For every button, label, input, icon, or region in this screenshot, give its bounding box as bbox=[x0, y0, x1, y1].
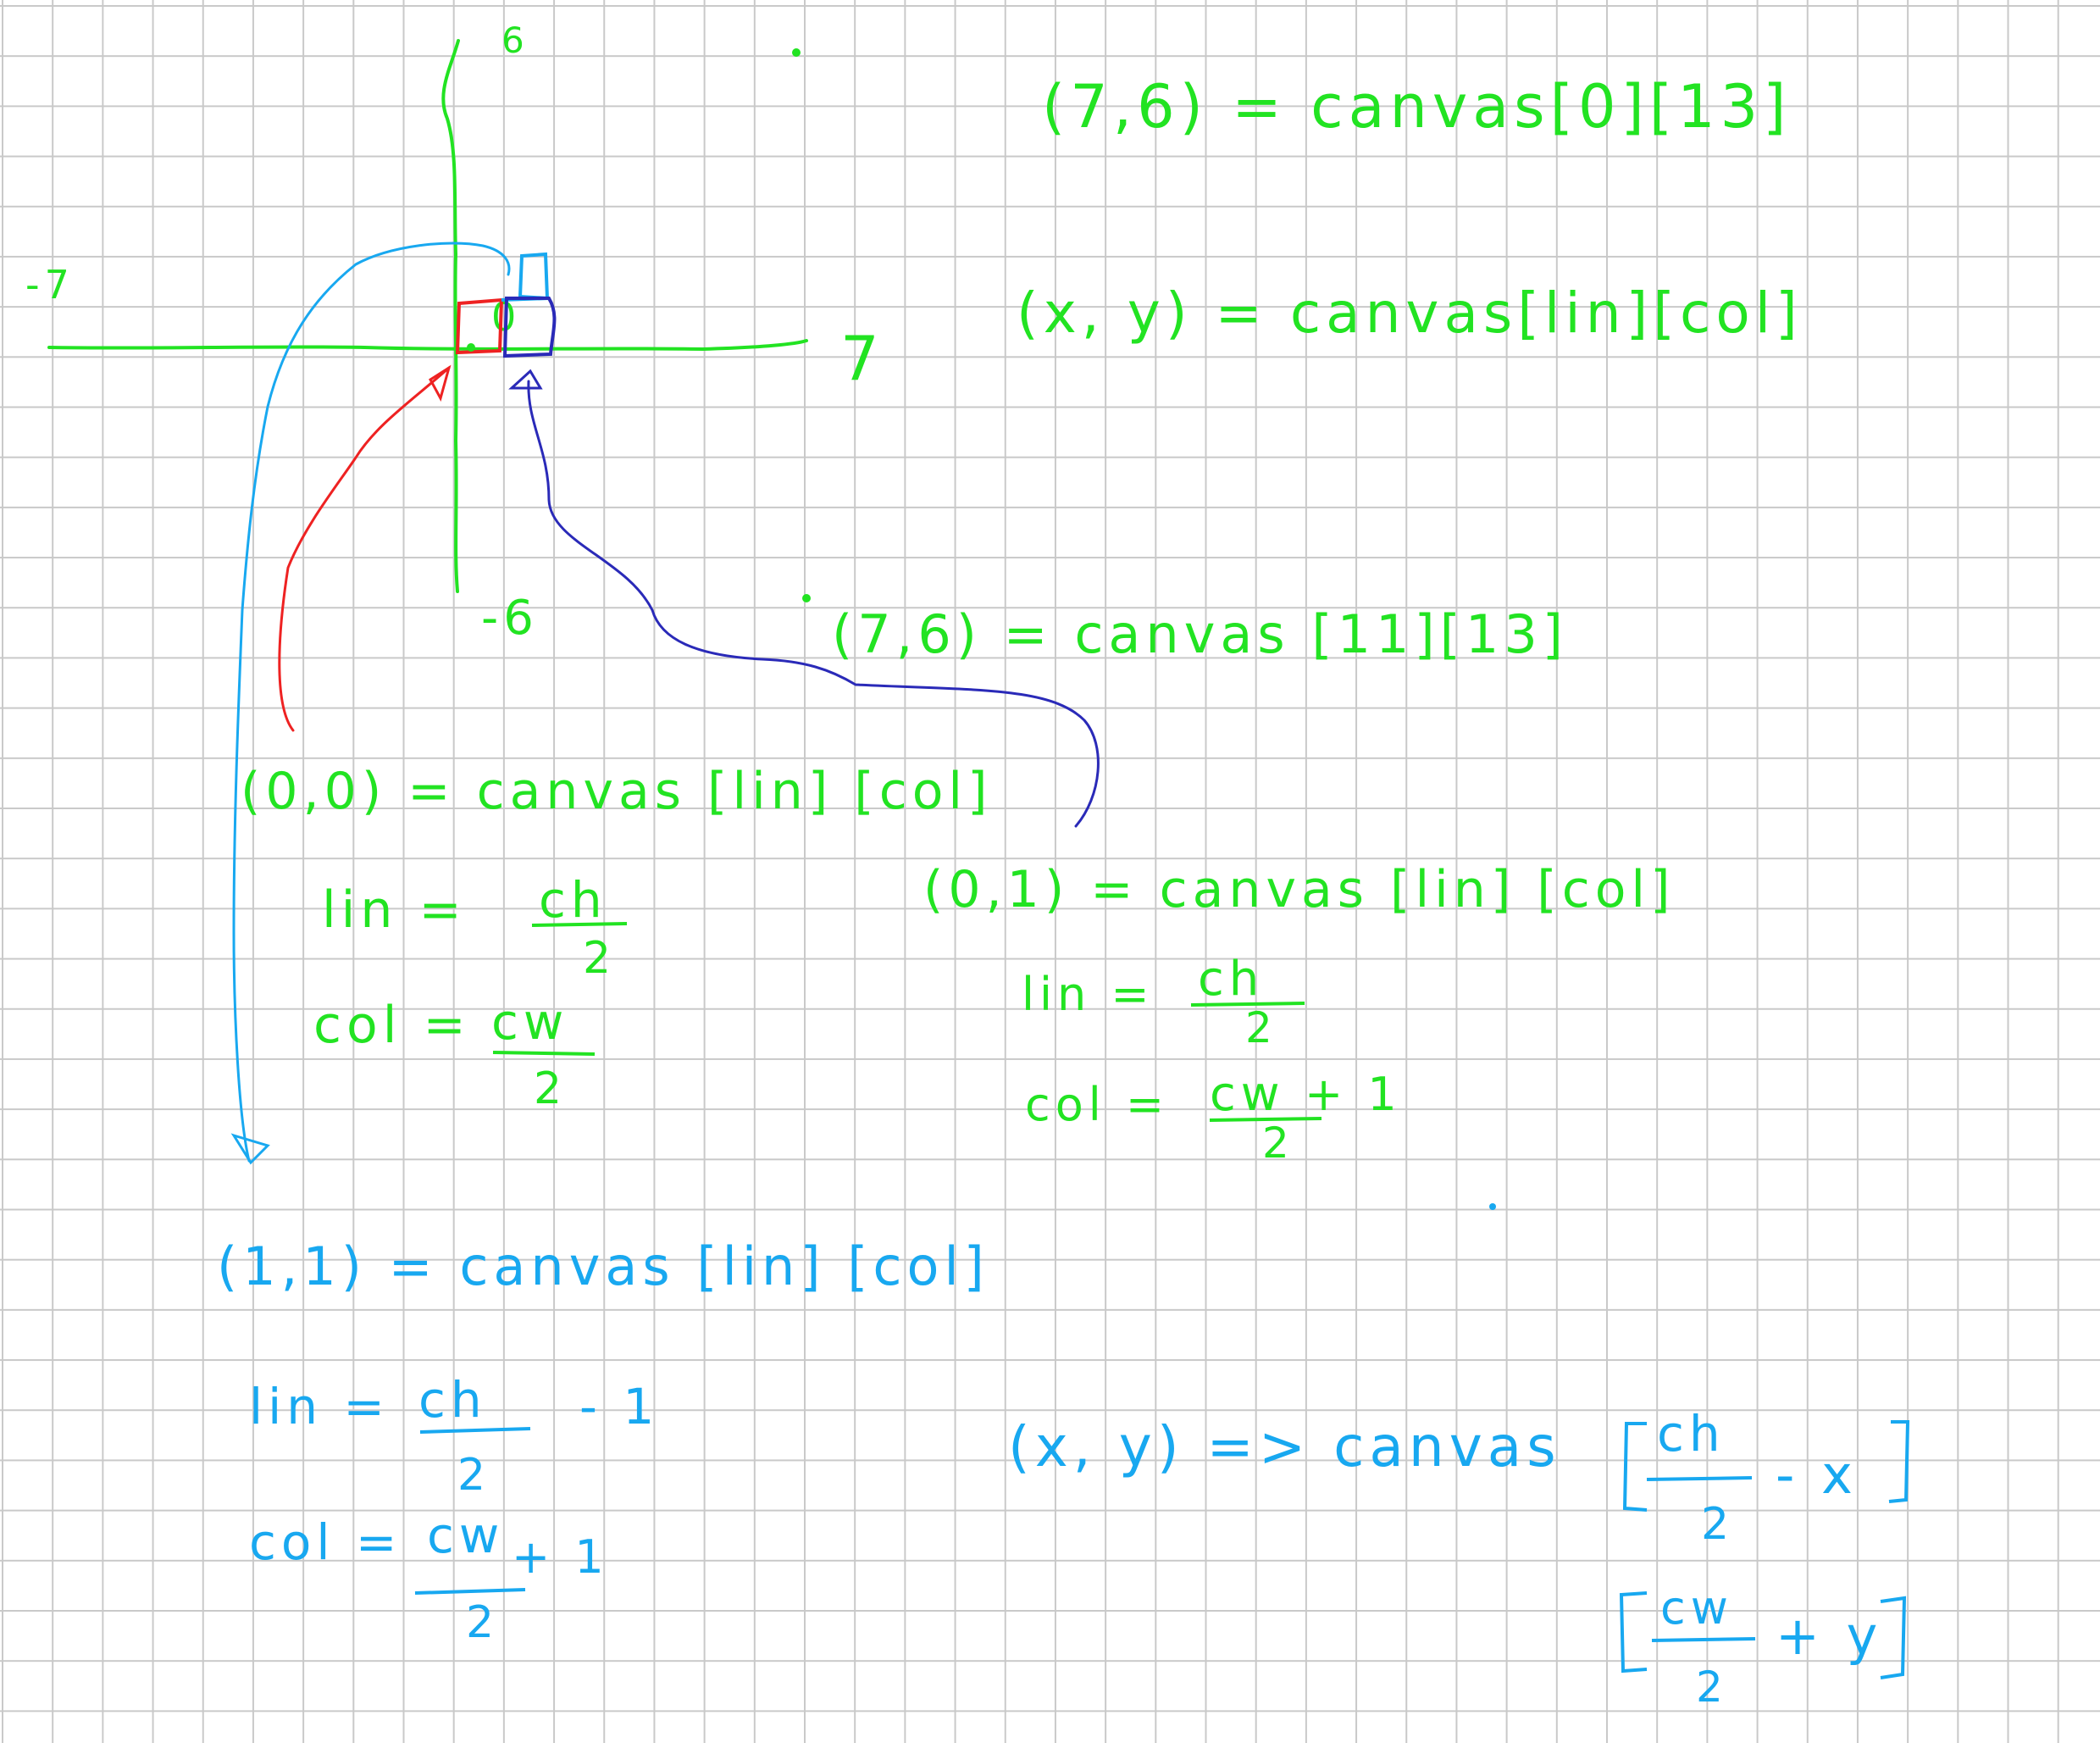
cyan-col-label: col = bbox=[249, 1513, 402, 1571]
red-arrow bbox=[278, 366, 451, 732]
origin-equation: (0,0) = canvas [lin] [col] bbox=[241, 762, 992, 821]
origin-col-den: 2 bbox=[534, 1063, 567, 1114]
formula-col-bracket-right bbox=[1880, 1596, 1907, 1679]
blue-col-bar bbox=[1209, 1117, 1322, 1122]
formula-col-bar bbox=[1651, 1637, 1756, 1642]
blue-lin-num: ch bbox=[1198, 952, 1264, 1007]
blue-equation: (0,1) = canvas [lin] [col] bbox=[923, 860, 1675, 919]
cyan-arrow bbox=[232, 241, 511, 1163]
blue-cell bbox=[502, 297, 557, 358]
blue-arrow bbox=[527, 380, 1100, 828]
y-axis bbox=[441, 39, 460, 593]
origin-lin-num: ch bbox=[539, 871, 607, 929]
formula-col-num: cw bbox=[1660, 1581, 1733, 1635]
formula-row-bracket-left bbox=[1622, 1422, 1648, 1512]
blue-col-extra: + 1 bbox=[1305, 1068, 1402, 1121]
formula-row-num: ch bbox=[1657, 1405, 1726, 1463]
cyan-col-bar bbox=[414, 1588, 526, 1595]
origin-lin-den: 2 bbox=[583, 933, 616, 984]
blue-col-num: cw bbox=[1210, 1067, 1285, 1122]
origin-col-label: col = bbox=[313, 996, 471, 1055]
corner-equation-bottom: (7,6) = canvas [11][13] bbox=[832, 603, 1568, 665]
blue-lin-bar bbox=[1190, 1002, 1305, 1007]
corner-equation-top: (7,6) = canvas[0][13] bbox=[1042, 72, 1791, 142]
origin-col-bar bbox=[492, 1051, 596, 1056]
formula-row-bracket-right bbox=[1888, 1420, 1910, 1503]
x-axis bbox=[47, 339, 808, 352]
cyan-col-den: 2 bbox=[466, 1597, 499, 1648]
formula-lhs: (x, y) => canvas bbox=[1008, 1414, 1561, 1479]
origin-lin-bar bbox=[531, 922, 628, 927]
blue-col-label: col = bbox=[1025, 1078, 1169, 1131]
origin-dot bbox=[467, 343, 475, 352]
axis-label-left: -7 bbox=[25, 262, 75, 308]
blue-arrowhead bbox=[508, 369, 543, 390]
formula-row-bar bbox=[1646, 1476, 1753, 1481]
cyan-col-num: cw bbox=[427, 1507, 504, 1564]
blue-lin-den: 2 bbox=[1245, 1003, 1277, 1052]
axis-label-top: 6 bbox=[501, 19, 529, 61]
formula-col-den: 2 bbox=[1696, 1663, 1728, 1712]
axis-label-bottom: -6 bbox=[481, 591, 539, 646]
cyan-lin-den: 2 bbox=[457, 1450, 490, 1501]
cyan-lin-label: lin = bbox=[249, 1378, 390, 1435]
origin-lin-label: lin = bbox=[322, 880, 467, 940]
origin-col-num: cw bbox=[491, 993, 568, 1051]
formula-row-den: 2 bbox=[1701, 1499, 1734, 1550]
cyan-lin-bar bbox=[419, 1427, 531, 1434]
cyan-lin-extra: - 1 bbox=[579, 1378, 659, 1435]
cyan-equation: (1,1) = canvas [lin] [col] bbox=[217, 1235, 989, 1297]
red-arrowhead bbox=[429, 364, 452, 402]
red-cell bbox=[455, 297, 504, 355]
cyan-cell-top bbox=[518, 252, 550, 301]
dot-top bbox=[792, 48, 801, 57]
blue-lin-label: lin = bbox=[1022, 968, 1155, 1021]
cyan-arrowhead bbox=[230, 1133, 270, 1165]
dot-right bbox=[1489, 1203, 1496, 1210]
dot-mid bbox=[802, 594, 811, 602]
formula-col-extra: + y bbox=[1776, 1605, 1882, 1667]
formula-row-extra: - x bbox=[1776, 1444, 1858, 1506]
formula-col-bracket-left bbox=[1619, 1591, 1648, 1674]
cyan-col-extra: + 1 bbox=[512, 1530, 609, 1584]
general-equation: (x, y) = canvas[lin][col] bbox=[1017, 280, 1803, 346]
blue-col-den: 2 bbox=[1262, 1119, 1294, 1168]
axis-label-right: 7 bbox=[840, 323, 884, 394]
cyan-lin-num: ch bbox=[418, 1371, 487, 1429]
